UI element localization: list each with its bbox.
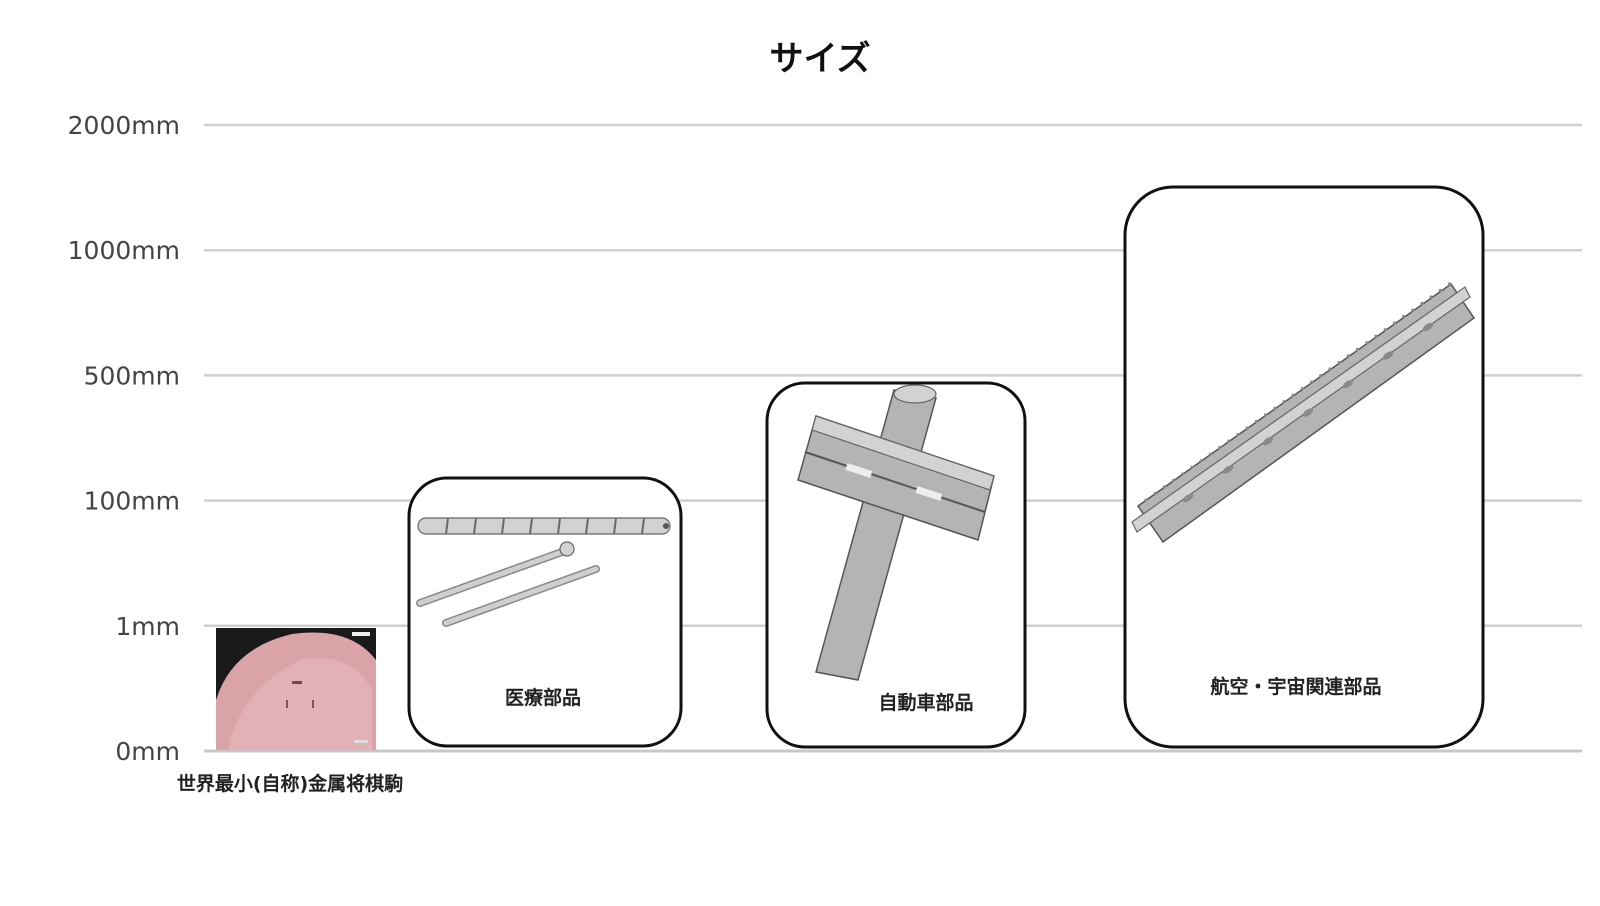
rail-rivet	[1300, 387, 1304, 391]
medical-chain-joints	[445, 517, 645, 535]
y-tick-label: 2000mm	[68, 111, 180, 140]
rail-rivet	[1291, 393, 1295, 397]
rail-rivet	[1162, 485, 1166, 489]
rail-hole	[1222, 465, 1234, 474]
rail-rivet	[1448, 282, 1452, 286]
bar-aerospace-parts	[1123, 185, 1485, 749]
rail-rivet	[1254, 419, 1258, 423]
rail-rivet	[1392, 321, 1396, 325]
rail-hole	[1302, 408, 1314, 417]
rail-rivet	[1181, 472, 1185, 476]
photo-highlight	[228, 658, 372, 750]
rail-hole	[1262, 436, 1274, 446]
photo-mark	[286, 700, 288, 708]
photo-mark	[312, 700, 314, 708]
bar-automotive-parts	[765, 381, 1027, 749]
rail-rivet	[1328, 367, 1332, 371]
rail-rivet	[1144, 498, 1148, 502]
rail-hole	[1422, 322, 1434, 332]
rail-rivet	[1199, 459, 1203, 463]
category-label-medical: 医療部品	[505, 686, 581, 709]
photo-shogi-piece	[292, 681, 302, 684]
rail-rivet	[1273, 406, 1277, 410]
y-tick-labels: 0mm 1mm 100mm 500mm 1000mm 2000mm	[68, 111, 180, 766]
y-tick-label: 1000mm	[68, 236, 180, 265]
rail-rivet	[1411, 308, 1415, 312]
rail-rivet	[1153, 491, 1157, 496]
category-label-aerospace: 航空・宇宙関連部品	[1210, 675, 1381, 698]
y-tick-label: 500mm	[84, 361, 180, 390]
rail-rivet	[1172, 478, 1176, 482]
rail-rivet	[1383, 328, 1387, 332]
rail-rivet	[1420, 301, 1424, 306]
medical-parts-box	[407, 476, 683, 748]
rail-hole	[1382, 351, 1394, 360]
rail-rivet	[1319, 373, 1323, 378]
automotive-slot	[845, 463, 873, 478]
automotive-shaft-end	[893, 384, 937, 404]
photo-scale-bar	[352, 632, 370, 636]
category-label-shogi: 世界最小(自称)金属将棋駒	[177, 772, 403, 795]
y-tick-label: 0mm	[115, 737, 180, 766]
medical-chain-part	[417, 517, 671, 535]
y-tick-label: 100mm	[84, 487, 180, 516]
rail-rivet	[1236, 432, 1240, 437]
y-tick-label: 1mm	[115, 612, 180, 641]
rail-rivet	[1218, 446, 1222, 450]
chart-title: サイズ	[770, 39, 871, 79]
rail-rivet	[1245, 426, 1249, 430]
rail-rivet	[1365, 341, 1369, 345]
bar-shogi-piece-photo	[216, 628, 376, 750]
rail-rivet	[1208, 452, 1212, 456]
photo-scale-text	[354, 740, 368, 743]
rail-rivet	[1190, 465, 1194, 469]
rail-rivet	[1282, 400, 1286, 404]
bar-medical-parts	[407, 476, 683, 748]
category-label-automotive: 自動車部品	[878, 691, 973, 714]
rail-rivet	[1374, 334, 1378, 338]
automotive-slot	[915, 486, 943, 501]
rail-rivet	[1402, 315, 1406, 319]
rail-hole	[1342, 379, 1354, 389]
rail-rivet	[1429, 295, 1433, 299]
rail-rivet	[1346, 354, 1350, 358]
aerospace-rail-edge	[1131, 286, 1471, 533]
automotive-flange-top	[811, 415, 995, 491]
rail-rivet	[1227, 439, 1231, 443]
rail-rivet	[1438, 288, 1442, 292]
aerospace-parts-box	[1123, 185, 1485, 749]
rail-hole	[1182, 493, 1194, 503]
rail-rivet	[1264, 413, 1268, 417]
medical-pin-head	[559, 541, 575, 557]
rail-rivet	[1356, 347, 1360, 351]
aerospace-rail-holes	[1144, 282, 1452, 503]
rail-rivet	[1310, 380, 1314, 384]
rail-rivet	[1337, 360, 1341, 365]
